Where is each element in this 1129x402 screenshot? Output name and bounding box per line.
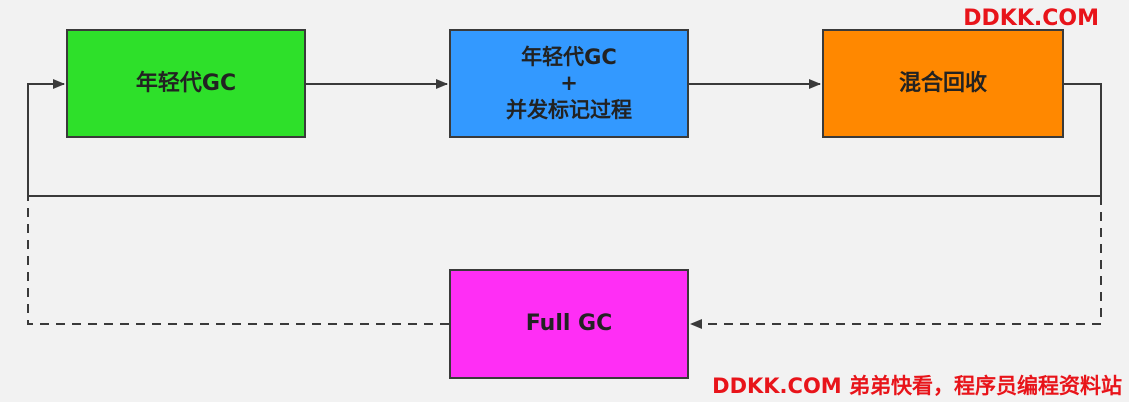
node-full-gc-label: Full GC (525, 311, 613, 337)
arrow-dashed-to-full-gc (690, 196, 1102, 329)
node-mixed-gc-label: 混合回收 (898, 70, 987, 96)
watermark-bottom: DDKK.COM 弟弟快看，程序员编程资料站 (712, 374, 1122, 398)
dashed-full-gc-to-loop (27, 196, 449, 325)
watermark-top: DDKK.COM (963, 6, 1099, 31)
node-young-gc-concurrent-mark: 年轻代GC + 并发标记过程 (449, 29, 689, 138)
node-full-gc: Full GC (449, 269, 689, 379)
node-concurrent-plus: + (560, 71, 578, 96)
node-concurrent-line3: 并发标记过程 (506, 97, 632, 122)
node-concurrent-line1: 年轻代GC (521, 45, 617, 70)
arrow-mixed-loop-to-young (27, 79, 1102, 197)
node-mixed-gc: 混合回收 (822, 29, 1064, 138)
node-young-gc-label: 年轻代GC (135, 70, 237, 96)
node-young-gc: 年轻代GC (66, 29, 306, 138)
